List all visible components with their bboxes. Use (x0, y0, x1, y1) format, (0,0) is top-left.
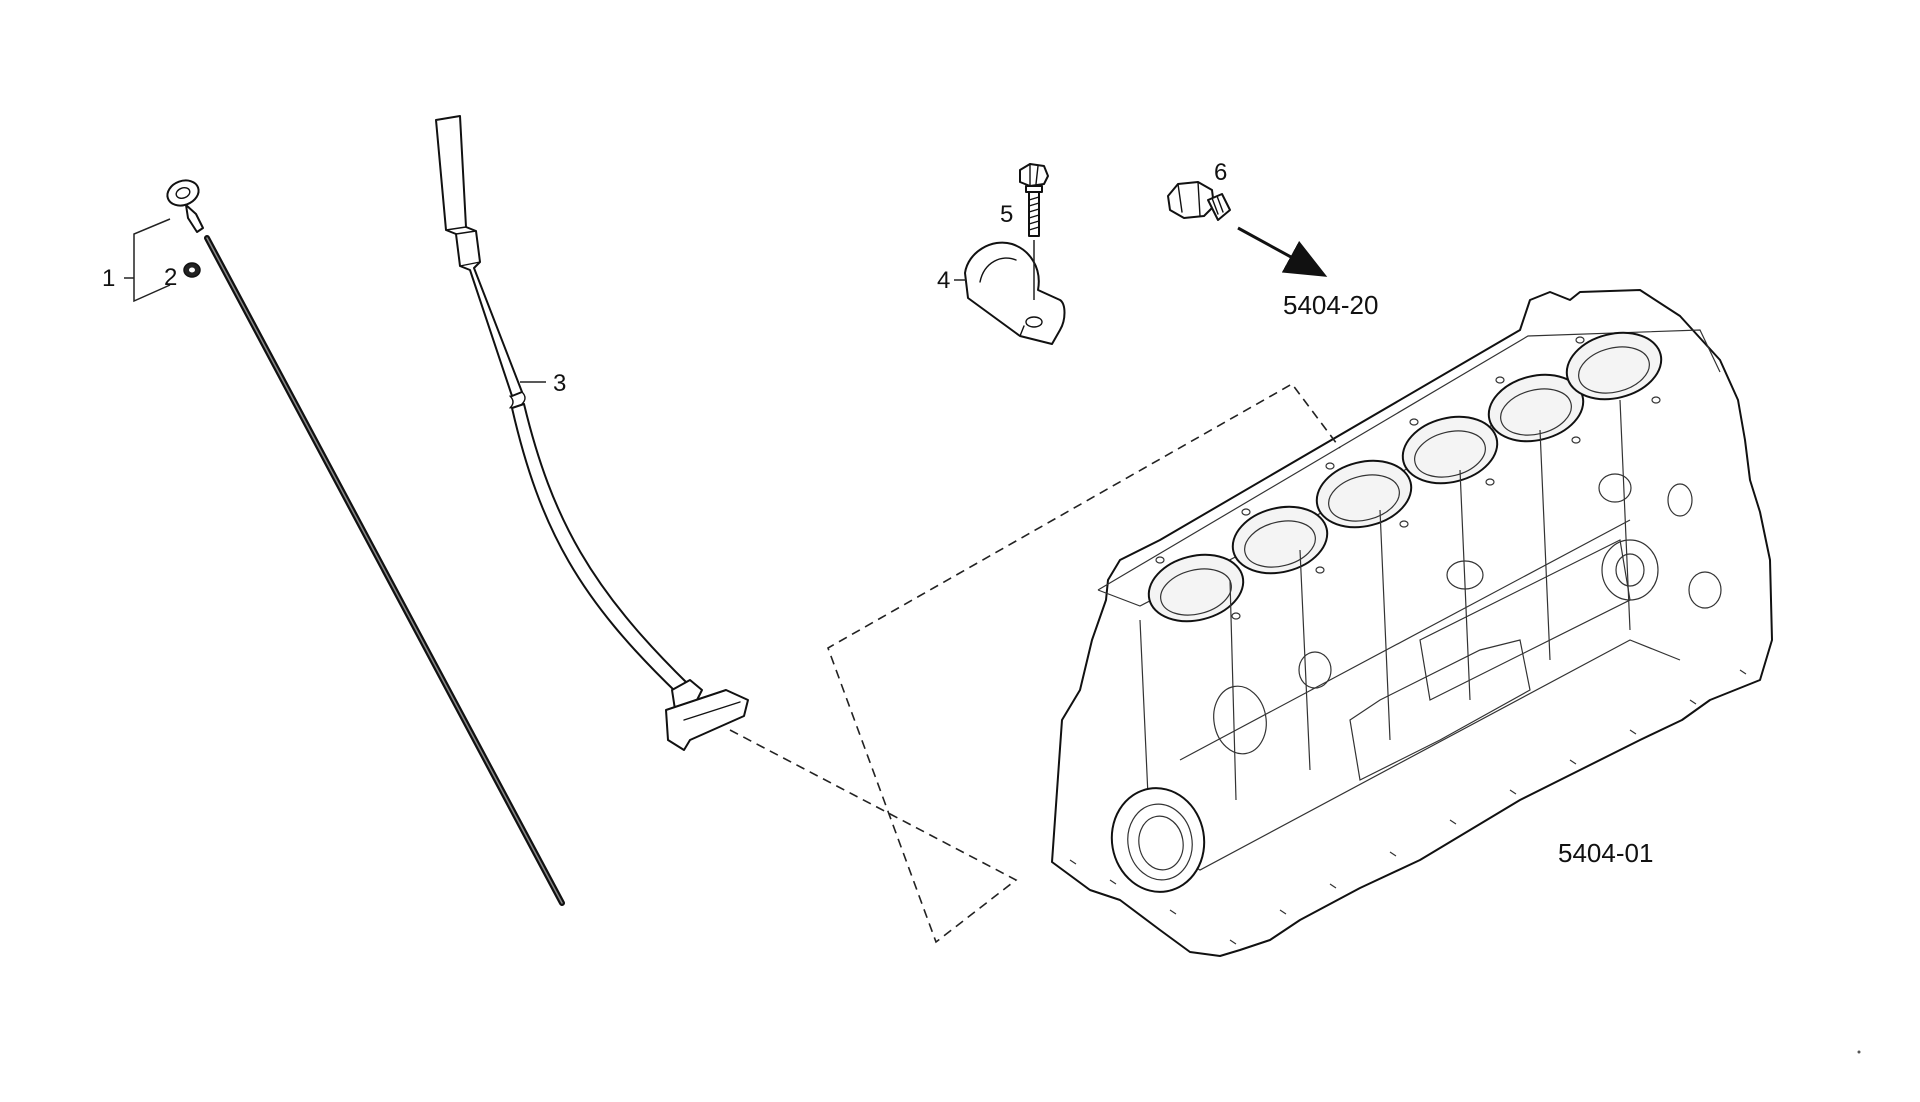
dipstick-part[interactable] (164, 176, 565, 906)
reference-engine-block[interactable]: 5404-01 (1558, 838, 1653, 868)
reference-plug-group[interactable]: 5404-20 (1283, 290, 1378, 320)
engine-block[interactable] (1051, 289, 1773, 957)
callout-2: 2 (164, 264, 177, 291)
callout-3: 3 (553, 370, 566, 397)
seal-ring-part[interactable] (183, 262, 201, 278)
guide-tube-part[interactable] (435, 115, 749, 751)
plug-part[interactable] (1167, 181, 1328, 277)
stray-dot (1857, 1050, 1861, 1054)
callout-1-bracket (124, 218, 171, 303)
callout-6: 6 (1214, 159, 1227, 186)
clamp-part[interactable] (964, 241, 1066, 345)
callout-5: 5 (1000, 201, 1013, 228)
callout-1: 1 (102, 265, 115, 292)
bolt-part[interactable] (1019, 163, 1049, 300)
callout-4: 4 (937, 267, 950, 294)
